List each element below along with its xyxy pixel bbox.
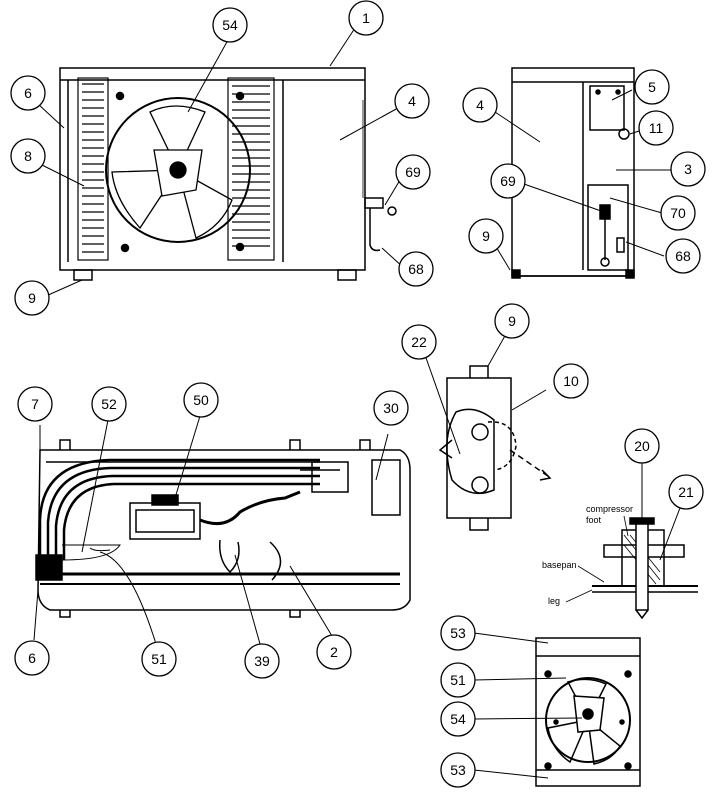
leader-lines (33, 27, 681, 779)
callout-22-text: 22 (411, 334, 427, 350)
callout-1 (348, 0, 384, 36)
callout-54-panel-text: 54 (450, 711, 466, 727)
callout-21-text: 21 (678, 484, 694, 500)
callout-4-front-text: 4 (408, 93, 416, 109)
callout-4-side (462, 87, 498, 123)
callout-53-bottom (440, 752, 476, 788)
callout-4-front (394, 83, 430, 119)
coil-right (227, 77, 275, 261)
wiring (199, 490, 301, 526)
callout-11-text: 11 (649, 120, 664, 136)
callout-30-text: 30 (383, 400, 399, 416)
callout-9-mount-text: 9 (508, 313, 516, 329)
callout-20 (624, 428, 660, 464)
callout-68-front (398, 251, 434, 287)
fan-blades (111, 105, 233, 239)
callout-2-text: 2 (330, 644, 338, 660)
callout-2 (316, 634, 352, 670)
callout-54-top (212, 7, 248, 43)
basepan-outline (37, 449, 411, 611)
callout-22 (401, 324, 437, 360)
callout-51-bottom (141, 641, 177, 677)
callout-52-text: 52 (101, 396, 117, 412)
callout-20-text: 20 (634, 438, 650, 454)
callout-9-side (468, 218, 504, 254)
callout-30 (373, 390, 409, 426)
compressor-top (129, 494, 201, 540)
valve-panel (587, 184, 629, 271)
coil-tubes (38, 458, 320, 560)
callout-52 (91, 386, 127, 422)
label-leg: leg (548, 596, 560, 606)
callout-9-front-text: 9 (28, 290, 36, 306)
callout-69-front-text: 69 (405, 164, 421, 180)
callout-50 (183, 382, 219, 418)
callout-51-panel-text: 51 (450, 672, 466, 688)
callout-54-panel (440, 701, 476, 737)
callout-68-side (665, 238, 701, 274)
callout-53-top (440, 615, 476, 651)
callout-68-side-text: 68 (675, 248, 691, 264)
callout-9-front (14, 280, 50, 316)
callout-70-text: 70 (670, 205, 686, 221)
side-view (511, 67, 635, 279)
front-view (59, 67, 397, 281)
callout-4-side-text: 4 (476, 97, 484, 113)
callout-7 (17, 386, 53, 422)
basepan-view (35, 439, 411, 618)
callout-5-text: 5 (648, 79, 656, 95)
callout-6-top (10, 75, 46, 111)
callout-8 (10, 138, 46, 174)
compressor-foot-detail (592, 517, 698, 620)
callout-39-text: 39 (254, 653, 270, 669)
callout-7-text: 7 (31, 396, 39, 412)
callout-51-panel (440, 662, 476, 698)
callout-53-top-text: 53 (450, 625, 466, 641)
callout-8-text: 8 (24, 148, 32, 164)
callout-51-bottom-text: 51 (151, 651, 167, 667)
callout-69-front (395, 154, 431, 190)
label-compressor-foot-1: compressor (586, 504, 633, 514)
service-valve (364, 197, 397, 252)
callout-10 (553, 363, 589, 399)
callout-6-bottom (14, 640, 50, 676)
fan-guard (105, 97, 251, 243)
callout-9-mount (494, 303, 530, 339)
label-basepan: basepan (542, 560, 577, 570)
fan-panel-view (535, 637, 641, 787)
callout-68-front-text: 68 (408, 261, 424, 277)
mount-plate (446, 377, 512, 519)
fan-panel (535, 637, 641, 787)
access-panel (589, 85, 625, 131)
callout-53-bottom-text: 53 (450, 762, 466, 778)
callout-50-text: 50 (193, 392, 209, 408)
callout-6-top-text: 6 (24, 85, 32, 101)
callout-10-text: 10 (563, 373, 579, 389)
cabinet-side (511, 67, 635, 277)
callout-39 (244, 643, 280, 679)
callout-1-text: 1 (362, 10, 370, 26)
compressor-mount-view (438, 365, 552, 531)
callout-5 (634, 69, 670, 105)
callout-21 (668, 474, 704, 510)
label-compressor-foot-2: foot (586, 515, 602, 525)
callout-9-side-text: 9 (482, 228, 490, 244)
coil-left (77, 77, 109, 261)
callout-70 (660, 195, 696, 231)
callout-54-top-text: 54 (222, 17, 238, 33)
callout-69-side (490, 163, 526, 199)
callout-3 (670, 151, 706, 187)
compressor-body (446, 408, 495, 495)
callout-3-text: 3 (684, 161, 692, 177)
side-valve (599, 204, 625, 267)
callout-11 (638, 110, 674, 146)
callout-69-side-text: 69 (500, 173, 516, 189)
callout-6-bottom-text: 6 (28, 650, 36, 666)
bolt (635, 519, 649, 611)
